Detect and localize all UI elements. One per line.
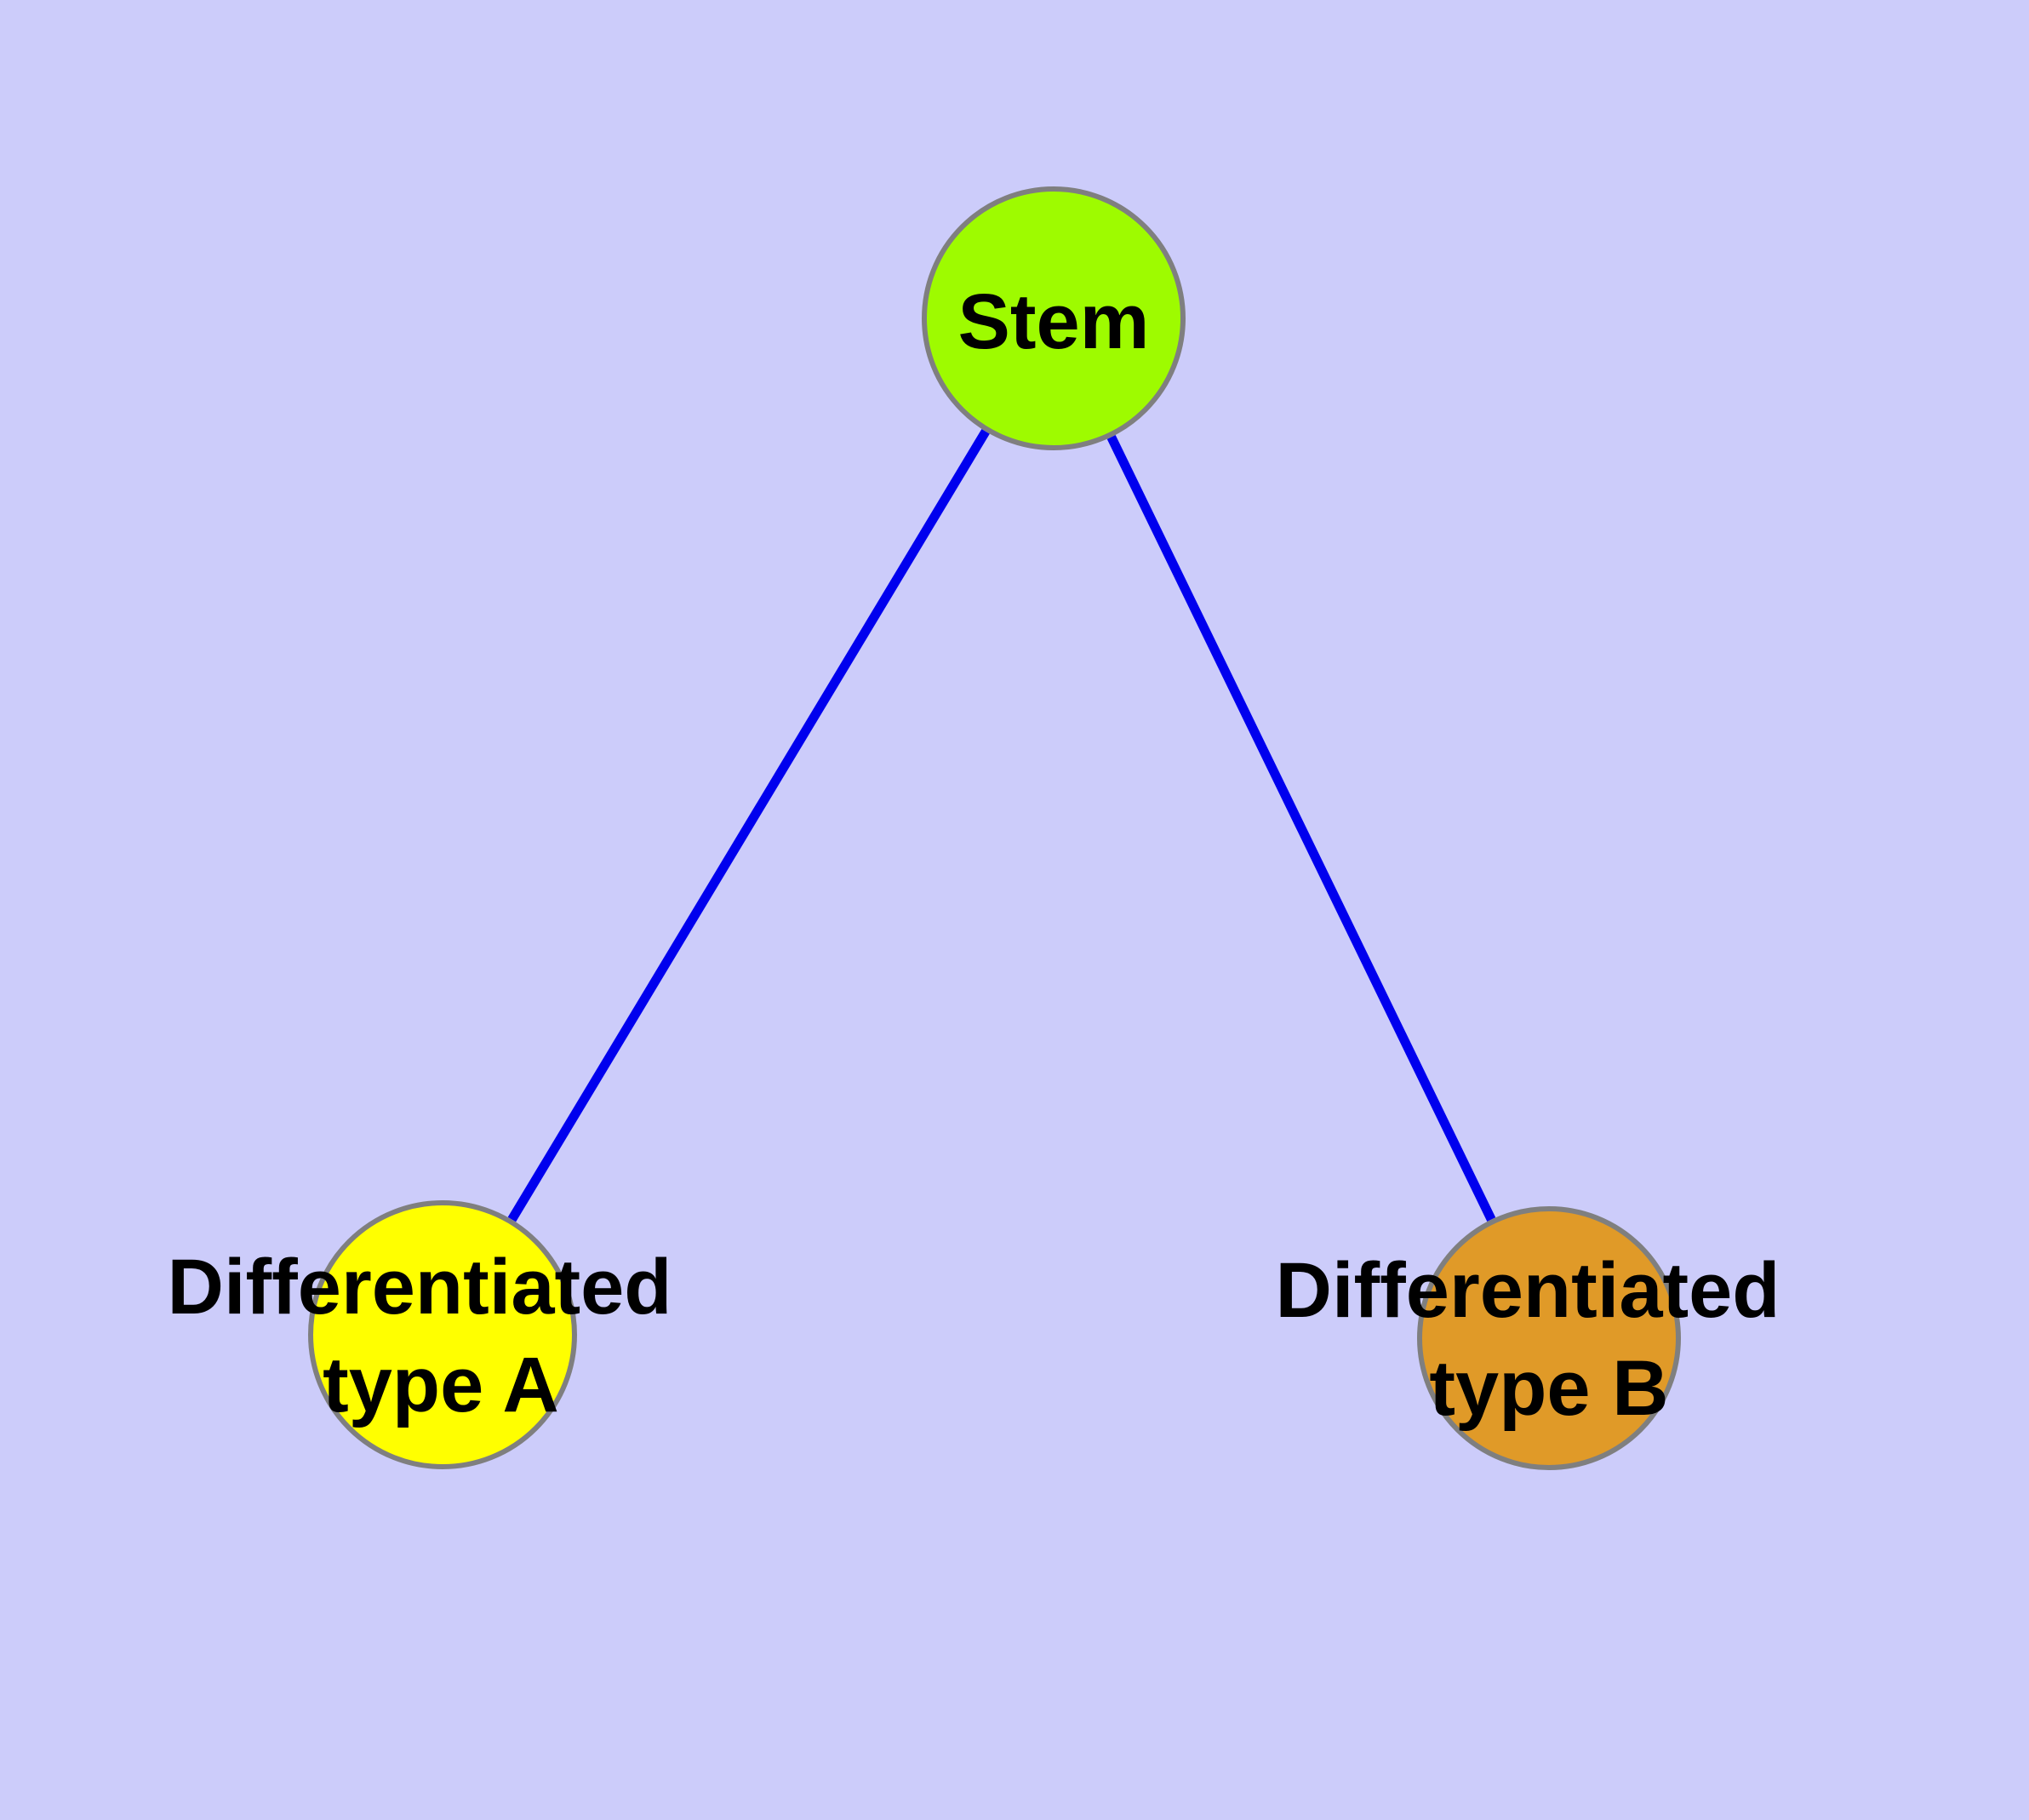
edge-stem-to-differentiated-type-a[interactable] [507, 428, 990, 1222]
node-differentiated-type-b-label-line2: type B [1429, 1345, 1668, 1432]
node-differentiated-type-b-label-line1: Differentiated [1276, 1247, 1780, 1334]
node-stem-label: Stem [958, 278, 1150, 365]
node-differentiated-type-a-label-line1: Differentiated [168, 1244, 672, 1331]
node-stem-circle[interactable] [922, 186, 1186, 450]
edges-layer [507, 428, 1496, 1222]
labels-layer: Stem Differentiated type A Differentiate… [168, 278, 1780, 1432]
nodes-layer [308, 186, 1681, 1470]
node-stem[interactable] [922, 186, 1186, 450]
node-differentiated-type-a-label-line2: type A [323, 1342, 559, 1428]
node-differentiated-type-a-circle[interactable] [308, 1200, 577, 1469]
node-differentiated-type-a[interactable] [308, 1200, 577, 1469]
edge-stem-to-differentiated-type-b[interactable] [1106, 435, 1496, 1222]
node-differentiated-type-b-circle[interactable] [1417, 1206, 1681, 1470]
node-differentiated-type-b[interactable] [1417, 1206, 1681, 1470]
